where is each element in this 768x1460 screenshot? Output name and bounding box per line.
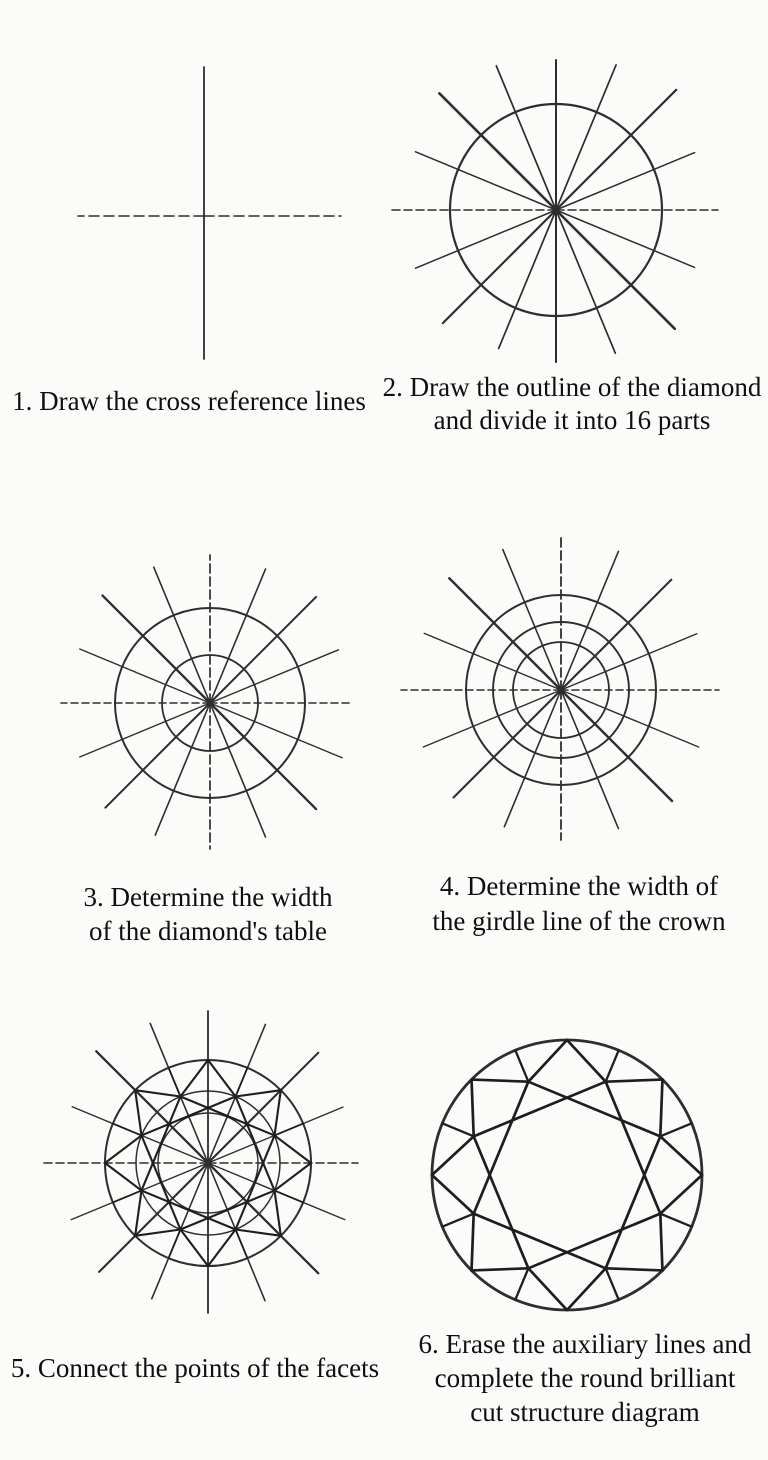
caption-line: 4. Determine the width of — [439, 871, 719, 901]
caption-line: the girdle line of the crown — [432, 906, 726, 936]
facet-connection-drawing — [43, 1010, 359, 1314]
step-4-caption: 4. Determine the width of the girdle lin… — [394, 869, 764, 939]
step-6-caption: 6. Erase the auxiliary lines and complet… — [405, 1327, 765, 1429]
caption-line: 2. Draw the outline of the diamond — [382, 372, 762, 402]
step-5-caption: 5. Connect the points of the facets — [0, 1351, 390, 1385]
divided-circle-drawing — [389, 59, 719, 363]
caption-line: of the diamond's table — [88, 916, 328, 946]
caption-line: 3. Determine the width — [83, 882, 333, 912]
caption-line: 5. Connect the points of the facets — [10, 1353, 380, 1383]
step-3-caption: 3. Determine the width of the diamond's … — [28, 880, 388, 948]
step-1-caption: 1. Draw the cross reference lines — [0, 384, 378, 418]
caption-line: 1. Draw the cross reference lines — [12, 386, 366, 416]
brilliant-cut-final-drawing — [430, 1038, 704, 1312]
caption-line: complete the round brilliant — [434, 1363, 736, 1393]
caption-line: and divide it into 16 parts — [433, 405, 711, 435]
caption-line: cut structure diagram — [470, 1397, 700, 1427]
step-2-caption: 2. Draw the outline of the diamond and d… — [378, 371, 766, 437]
table-width-drawing — [60, 554, 352, 850]
girdle-width-drawing — [400, 536, 720, 841]
cross-reference-lines-drawing — [77, 66, 342, 360]
caption-line: 6. Erase the auxiliary lines and — [418, 1329, 752, 1359]
